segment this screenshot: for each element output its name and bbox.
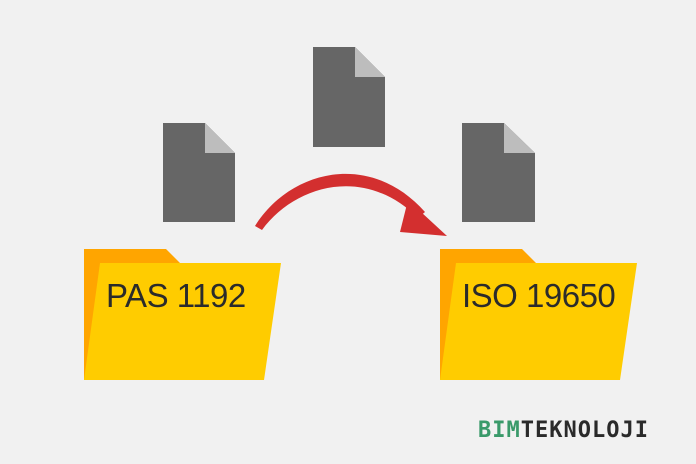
- folder-icon-right: [440, 249, 637, 380]
- arrow-icon: [255, 173, 447, 236]
- logo-part-teknoloji: TEKNOLOJI: [520, 418, 649, 443]
- target-folder-label: ISO 19650: [462, 277, 616, 314]
- brand-logo: BIMTEKNOLOJI: [478, 418, 649, 443]
- source-folder-label: PAS 1192: [106, 277, 246, 314]
- document-icon-left: [163, 123, 235, 222]
- document-icon-right: [462, 123, 535, 222]
- folder-icon-left: [84, 249, 281, 380]
- document-icon-middle: [313, 47, 385, 147]
- logo-part-bim: BIM: [478, 418, 521, 443]
